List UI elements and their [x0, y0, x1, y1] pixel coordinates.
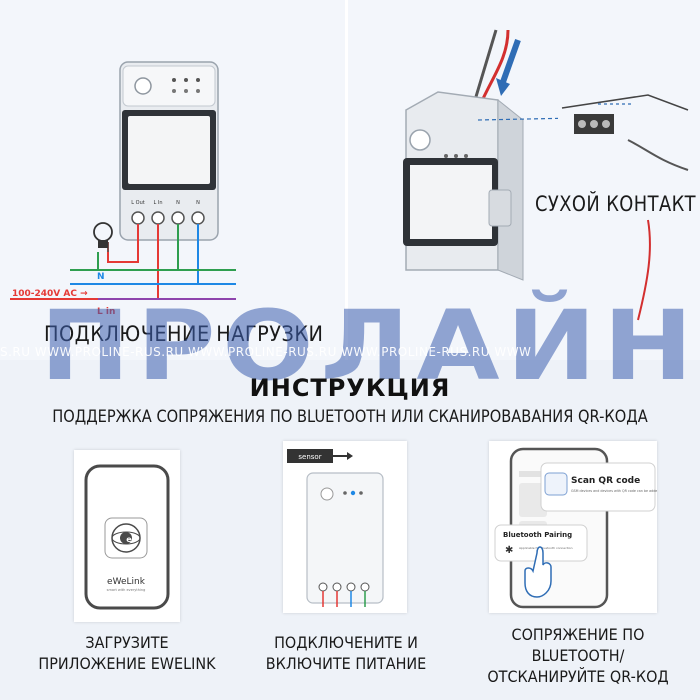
tap-hand-icon: [524, 546, 552, 598]
led-icon: [184, 89, 188, 93]
sensor-tag: [287, 449, 333, 463]
step-2-caption: ПОДКЛЮЧЕНИТЕ И ВКЛЮЧИТЕ ПИТАНИЕ: [247, 632, 445, 674]
device-3d-display: [410, 165, 492, 239]
led-icon: [172, 78, 176, 82]
led-icon: [196, 89, 200, 93]
sensor-arrow-head-icon: [347, 452, 353, 460]
terminal-screw-icon: [131, 211, 145, 225]
zoom-screw-icon: [590, 120, 598, 128]
arrow-icon: [500, 38, 521, 84]
led-icon: [172, 89, 176, 93]
load-wiring-panel: L Out L In N N 100: [0, 0, 345, 360]
device-illustration: sensor: [287, 449, 384, 607]
terminal-screw-icon: [191, 211, 205, 225]
dry-contact-caption: СУХОЙ КОНТАКТ: [535, 192, 697, 216]
bluetooth-pairing-title: Bluetooth Pairing: [503, 531, 572, 539]
terminal-row: L Out L In N N: [131, 200, 205, 225]
step-card-download-app: e eWeLink smart with everything: [74, 450, 180, 622]
display-screen: [128, 116, 210, 184]
power-button-icon: [134, 77, 152, 95]
device-front: [306, 472, 384, 604]
led-icon: [184, 78, 188, 82]
dry-contact-cable: [637, 219, 651, 321]
zoom-inset: [558, 88, 688, 170]
led-icon: [444, 154, 448, 158]
step-card-pairing: Scan QR code GSM devices and devices wit…: [489, 441, 682, 613]
step-1-line-2: ПРИЛОЖЕНИЕ EWELINK: [38, 654, 216, 673]
arrow-head-icon: [496, 78, 510, 96]
load-caption: ПОДКЛЮЧЕНИЕ НАГРУЗКИ: [44, 322, 324, 346]
scan-qr-title: Scan QR code: [571, 476, 640, 486]
app-name: eWeLink: [107, 577, 146, 587]
zoom-cable: [627, 139, 689, 171]
led-blue-icon: [350, 490, 356, 496]
zoom-device-edge: [561, 94, 689, 111]
phone-ui-tile: [519, 483, 547, 517]
dry-contact-diagram: [403, 29, 689, 321]
terminal-screw-icon: [360, 582, 370, 592]
wiring-diagram: L Out L In N N 100: [10, 61, 236, 317]
panel-divider: [345, 0, 348, 360]
sensor-label: sensor: [298, 453, 321, 461]
qr-scan-icon: [544, 472, 568, 496]
step-card-connect-power: sensor: [283, 441, 407, 613]
phone-illustration: e eWeLink smart with everything: [84, 464, 170, 610]
svg-text:L in: L in: [97, 307, 115, 317]
lamp-icon: [93, 222, 113, 248]
step-1-caption: ЗАГРУЗИТЕ ПРИЛОЖЕНИЕ EWELINK: [31, 632, 224, 674]
zoom-screw-icon: [578, 120, 586, 128]
step-3-line-3: ОТСКАНИРУЙТЕ QR-КОД: [487, 667, 669, 686]
bluetooth-pairing-desc: Applicable for bluetooth connection: [519, 546, 573, 550]
step-1-line-1: ЗАГРУЗИТЕ: [85, 633, 169, 652]
zoom-guide: [477, 117, 577, 121]
step-2-line-1: ПОДКЛЮЧЕНИТЕ И: [274, 633, 418, 652]
step-3-line-2: BLUETOOTH/: [531, 646, 625, 665]
svg-text:N: N: [176, 200, 180, 206]
led-icon: [196, 78, 200, 82]
step-3-line-1: СОПРЯЖЕНИЕ ПО: [511, 625, 645, 644]
terminal-screw-icon: [171, 211, 185, 225]
dry-contact-panel: [348, 0, 700, 360]
scan-qr-desc: GSM devices and devices with QR code can…: [571, 489, 657, 493]
terminal-screw-icon: [332, 582, 342, 592]
led-icon: [454, 154, 458, 158]
led-icon: [464, 154, 468, 158]
app-tagline: smart with everything: [107, 588, 146, 592]
terminal-screw-icon: [151, 211, 165, 225]
step-3-caption: СОПРЯЖЕНИЕ ПО BLUETOOTH/ ОТСКАНИРУЙТЕ QR…: [481, 624, 675, 687]
din-clip: [488, 189, 512, 227]
scan-qr-popup: [540, 462, 656, 512]
terminal-screw-icon: [346, 582, 356, 592]
zoom-screw-icon: [602, 120, 610, 128]
instructions-subtitle: ПОДДЕРЖКА СОПРЯЖЕНИЯ ПО BLUETOOTH ИЛИ СК…: [52, 407, 648, 427]
url-watermark: S.RU WWW.PROLINE-RUS.RU WWW.PROLINE-RUS.…: [0, 345, 532, 359]
pairing-illustration: Scan QR code GSM devices and devices wit…: [494, 447, 682, 609]
bluetooth-icon: ✱: [505, 545, 513, 556]
svg-text:100-240V AC →: 100-240V AC →: [12, 289, 88, 299]
svg-text:L Out: L Out: [131, 200, 144, 206]
terminal-screw-icon: [318, 582, 328, 592]
svg-text:N: N: [196, 200, 200, 206]
device-button-icon: [320, 487, 334, 501]
svg-text:e: e: [126, 535, 132, 544]
device-top-cap: [122, 65, 216, 107]
svg-text:N: N: [97, 272, 105, 282]
svg-text:L In: L In: [153, 200, 162, 206]
ewelink-core-icon: [120, 532, 132, 544]
led-icon: [343, 491, 347, 495]
step-2-line-2: ВКЛЮЧИТЕ ПИТАНИЕ: [265, 654, 427, 673]
brand-watermark: ПРОЛАЙН: [40, 290, 700, 402]
device-3d-button-icon: [409, 129, 431, 151]
instructions-title: ИНСТРУКЦИЯ: [249, 374, 451, 402]
device-terminals: [318, 582, 370, 592]
led-icon: [359, 491, 363, 495]
